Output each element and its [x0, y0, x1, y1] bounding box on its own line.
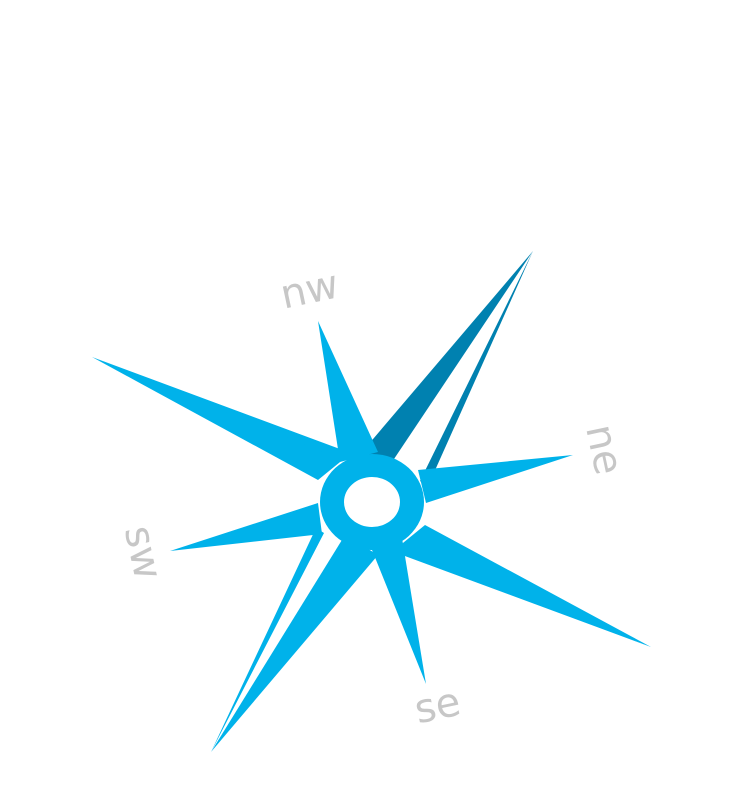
label-se: se: [411, 679, 465, 733]
needle-south: [211, 528, 378, 752]
needle-south-blade: [211, 535, 378, 752]
needle-north-edge: [420, 251, 533, 486]
point-sw: [170, 503, 322, 551]
center-hole: [344, 477, 400, 527]
needle-east-blade: [398, 525, 651, 647]
point-se: [370, 538, 426, 684]
needle-east: [394, 525, 651, 647]
label-ne: ne: [576, 420, 631, 478]
needle-east-edge: [394, 545, 651, 647]
point-nw: [318, 321, 378, 462]
needle-west: [92, 357, 348, 480]
needle-west-blade: [92, 357, 345, 480]
needle-south-edge: [211, 528, 324, 752]
needle-north: [362, 251, 533, 486]
label-sw: sw: [115, 522, 171, 584]
needle-west-edge: [92, 357, 348, 460]
label-nw: nw: [276, 262, 342, 319]
needle-north-blade: [362, 251, 533, 462]
point-ne: [418, 455, 573, 503]
